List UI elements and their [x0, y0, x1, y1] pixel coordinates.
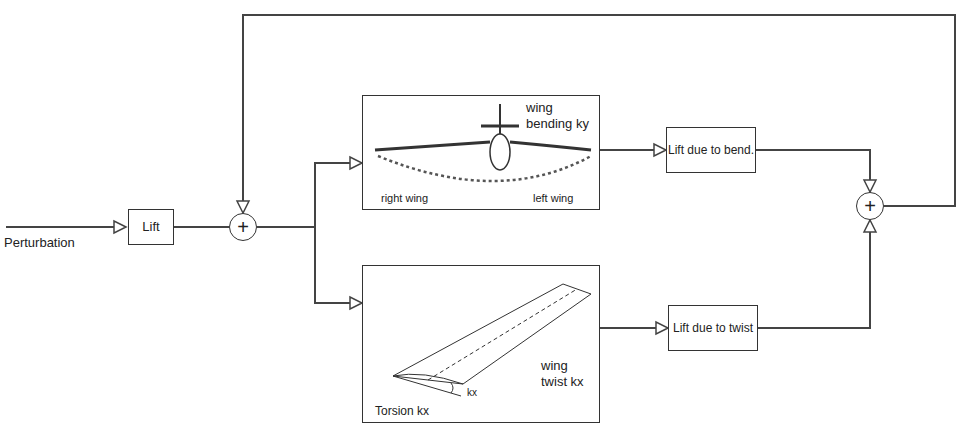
stabilizer-line [481, 125, 519, 128]
arrow-head [654, 144, 666, 156]
input-line [6, 226, 114, 228]
connector-arrow [257, 157, 362, 227]
panel-label: kx [467, 387, 477, 399]
connector-arrow [600, 322, 668, 334]
node-label: Lift [142, 219, 159, 235]
input-label: Perturbation [4, 235, 75, 250]
wing-drawing [363, 266, 601, 424]
arrow-head [656, 322, 668, 334]
node-label: Lift due to bend. [668, 143, 754, 157]
sum-junction: + [856, 192, 884, 220]
node-label: + [864, 196, 876, 216]
wing-line [510, 142, 591, 150]
connector-arrow [257, 227, 362, 309]
fuselage [490, 134, 510, 170]
connector-line [758, 232, 870, 328]
connector-line [257, 163, 350, 227]
angle-arc [451, 383, 453, 393]
connector-line [600, 327, 656, 329]
node-label: Lift due to twist [673, 321, 753, 335]
arrow-head [864, 220, 876, 232]
panel-label: Torsion kx [375, 404, 429, 418]
fin-line [499, 104, 501, 136]
panel-label: left wing [533, 192, 573, 205]
wing-line [375, 142, 490, 150]
panel-label: wing twist kx [541, 358, 597, 389]
arrow-head [114, 221, 126, 233]
panel-label: wing bending ky [526, 100, 596, 131]
connector-arrow [174, 227, 229, 228]
process-box: Lift [128, 209, 174, 245]
connector-arrow [756, 150, 876, 192]
connector-line [756, 150, 870, 180]
twist-panel: wing twist kx Torsion kx kx [362, 265, 600, 423]
panel-label: right wing [381, 192, 428, 205]
process-box: Lift due to bend. [666, 127, 756, 173]
arrow-head [350, 157, 362, 169]
trailing-edge [463, 294, 591, 384]
bending-panel: wing bending ky right wing left wing [362, 95, 600, 210]
arrow-head [864, 180, 876, 192]
sum-junction: + [229, 213, 257, 241]
leading-edge [393, 284, 563, 376]
connector-arrow [600, 144, 666, 156]
bent-wing-line [378, 156, 591, 181]
connector-arrow [237, 15, 955, 213]
tip-chord [563, 284, 591, 294]
arrow-head [237, 201, 249, 213]
process-box: Lift due to twist [668, 305, 758, 351]
connector-line [174, 226, 229, 228]
twisted-chord [393, 376, 461, 396]
connector-line [600, 149, 654, 151]
node-label: + [237, 217, 249, 237]
connector-line [257, 227, 350, 303]
connector-arrow [758, 220, 876, 328]
arrow-head [350, 297, 362, 309]
